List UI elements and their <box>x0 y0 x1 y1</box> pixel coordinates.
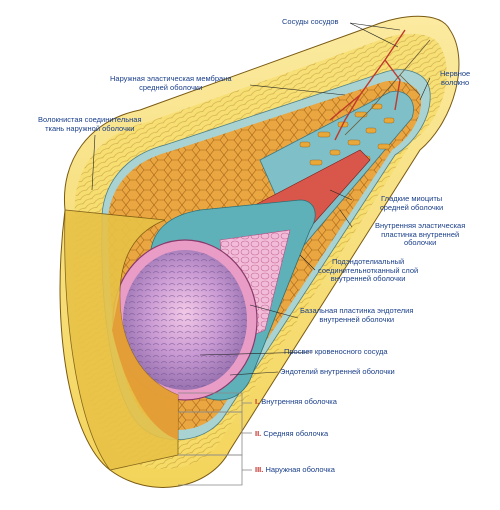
label-vasa-vasorum: Сосуды сосудов <box>282 17 339 26</box>
cut-media-band <box>112 290 178 440</box>
label-external-elastic-membrane: Наружная эластическая мембрана средней о… <box>110 74 232 92</box>
lumen-texture <box>123 250 247 390</box>
leader-lines <box>91 22 431 376</box>
label-subendothelial-layer: Подэндотелиальный соединительнотканный с… <box>318 257 419 283</box>
nerve-fibers <box>344 39 431 136</box>
label-fibrous-connective-tissue: Волокнистая соединительная ткань наружно… <box>38 115 142 133</box>
label-lumen: Просвет кровеносного сосуда <box>284 347 388 356</box>
label-nerve-fiber: Нервное волокно <box>440 69 471 87</box>
label-layer-adventitia: III. Наружная оболочка <box>255 465 335 474</box>
label-layer-media: II. Средняя оболочка <box>255 429 329 438</box>
label-layer-intima: I. Внутренняя оболочка <box>255 397 337 406</box>
layer-brackets <box>178 392 252 486</box>
vasa-vasorum-vessels <box>329 29 406 141</box>
label-internal-elastic-lamina: Внутренняя эластическая пластинка внутре… <box>375 221 466 247</box>
label-endothelium: Эндотелий внутренней оболочки <box>280 367 395 376</box>
label-basal-lamina: Базальная пластинка эндотелия внутренней… <box>300 306 414 324</box>
label-smooth-myocytes: Гладкие миоциты средней оболочки <box>380 194 444 212</box>
